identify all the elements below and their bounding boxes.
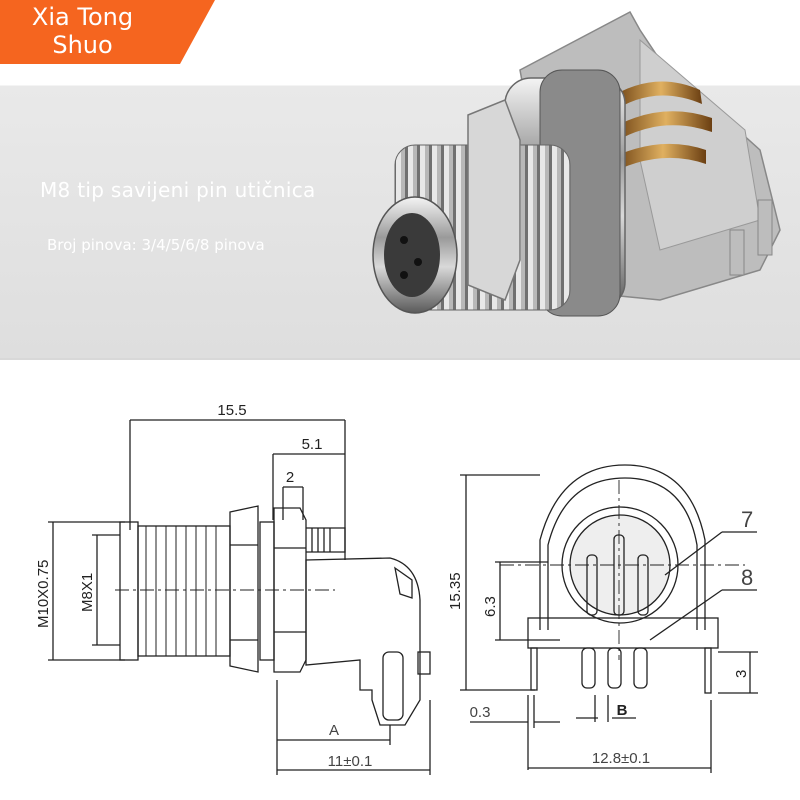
brand-name: Xia Tong Shuo: [0, 3, 165, 59]
dim-label-b: B: [617, 702, 628, 719]
product-banner: Xia Tong Shuo M8 tip savijeni pin utični…: [0, 0, 800, 358]
dim-depth: 11±0.1: [328, 753, 373, 770]
side-view: [48, 419, 431, 775]
dim-pin-height: 6.3: [482, 596, 499, 617]
product-title: M8 tip savijeni pin utičnica: [40, 178, 316, 202]
front-view: [460, 464, 758, 773]
dim-label-a: A: [329, 722, 339, 739]
dim-rear-length: 5.1: [302, 436, 323, 453]
dim-pin-leg: 3: [733, 670, 750, 678]
dim-overall-length: 15.5: [217, 402, 246, 419]
dim-plate: 0.3: [470, 704, 491, 721]
dim-thread-outer: M10X0.75: [35, 560, 52, 628]
brand-badge-shape: [0, 0, 215, 64]
section-divider: [0, 358, 800, 360]
callout-7: 7: [741, 507, 753, 532]
product-subtitle: Broj pinova: 3/4/5/6/8 pinova: [47, 236, 265, 254]
brand-line-1: Xia Tong: [31, 3, 134, 31]
product-photo: [372, 10, 781, 317]
dim-thread-inner: M8X1: [79, 573, 96, 612]
front-view-labels: 15.35 6.3 7 8 3 0.3 B 12.8±0.1: [447, 507, 753, 767]
brand-badge: Xia Tong Shuo: [0, 0, 800, 86]
dim-nut-width: 2: [286, 469, 294, 486]
callout-8: 8: [741, 565, 753, 590]
brand-line-2: Shuo: [52, 31, 113, 59]
dim-width: 12.8±0.1: [592, 750, 650, 767]
dim-height: 15.35: [447, 572, 464, 610]
side-view-labels: 15.5 5.1 2 M10X0.75 M8X1 A 11±0.1: [35, 402, 372, 770]
